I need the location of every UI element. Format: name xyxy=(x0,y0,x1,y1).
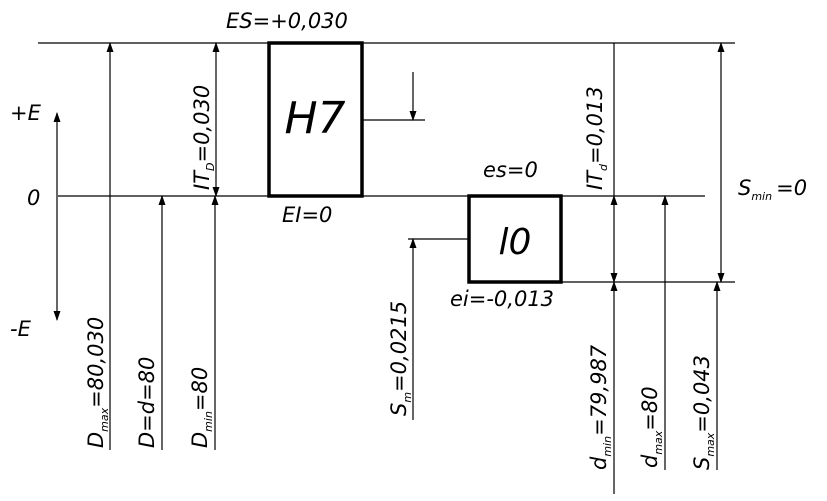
hole-tolerance-box xyxy=(267,41,364,198)
zero-line-label: 0 xyxy=(27,186,40,210)
axis-minus-label: -E xyxy=(10,317,32,341)
it-shaft-label: ITd=0,013 xyxy=(583,86,610,190)
d-min-label: Dmin=80 xyxy=(188,367,215,448)
shaft-field-label: l0 xyxy=(499,222,532,263)
shaft-lower-deviation: ei=-0,013 xyxy=(450,287,554,311)
hole-field-label: H7 xyxy=(284,93,345,144)
hole-lower-deviation: EI=0 xyxy=(282,203,332,227)
sm-label: Sm=0,0215 xyxy=(387,301,414,416)
it-hole-label: ITD=0,030 xyxy=(190,85,217,190)
d-max-label: Dmax=80,030 xyxy=(84,317,111,448)
smax-label: Smax=0,043 xyxy=(690,355,717,470)
d-nominal-label: D=d=80 xyxy=(135,357,159,448)
hole-upper-deviation: ES=+0,030 xyxy=(226,9,348,33)
shaft-tolerance-box xyxy=(467,194,563,284)
shaft-upper-deviation: es=0 xyxy=(483,158,538,182)
dmin-label: dmin=79,987 xyxy=(587,344,614,470)
dmax-label: dmax=80 xyxy=(638,386,665,468)
axis-plus-label: +E xyxy=(10,101,42,125)
smin-label: Smin=0 xyxy=(738,176,807,203)
